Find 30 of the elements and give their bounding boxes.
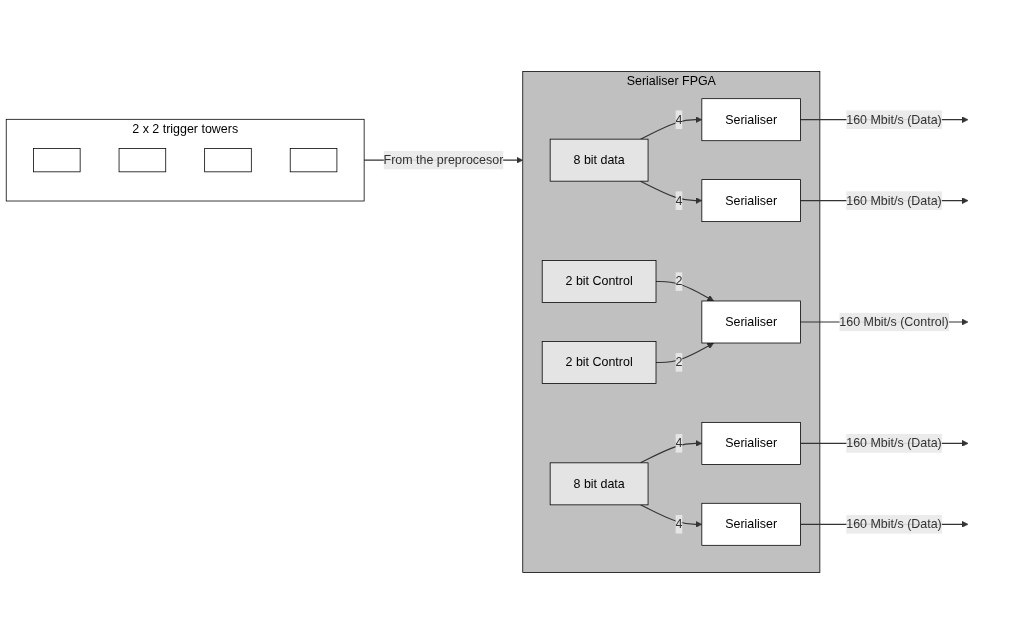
edge-label: From the preprocesor [383, 153, 504, 167]
edge-label: 160 Mbit/s (Control) [839, 315, 949, 329]
node-box [204, 148, 252, 173]
edge-label: 4 [675, 112, 683, 126]
arrow [655, 342, 714, 364]
arrow [655, 280, 714, 302]
node-box: 8 bit data [549, 138, 649, 182]
node-box: Serialiser [701, 422, 801, 465]
node-box: Serialiser [701, 98, 801, 142]
node-box: 2 bit Control [541, 341, 657, 384]
node-box: 8 bit data [549, 462, 649, 506]
edge-label: 160 Mbit/s (Data) [846, 436, 942, 450]
edge-label: 2 [675, 274, 683, 288]
arrow [639, 504, 703, 528]
edge-label: 160 Mbit/s (Data) [846, 193, 942, 207]
node-box: Serialiser [701, 502, 801, 546]
cluster: 2 x 2 trigger towers [5, 118, 365, 202]
edge-label: 160 Mbit/s (Data) [846, 517, 942, 531]
edge-label: 2 [675, 355, 683, 369]
edge-label: 160 Mbit/s (Data) [846, 112, 942, 126]
node-box [118, 148, 167, 173]
node-box [33, 148, 81, 173]
arrow [639, 116, 703, 140]
edge-label: 4 [675, 436, 683, 450]
edge-label: 4 [675, 193, 683, 207]
node-box [289, 148, 338, 173]
node-box: Serialiser [701, 179, 801, 222]
node-box: 2 bit Control [541, 260, 657, 303]
node-box: Serialiser [701, 300, 801, 344]
edge-label: 4 [675, 517, 683, 531]
